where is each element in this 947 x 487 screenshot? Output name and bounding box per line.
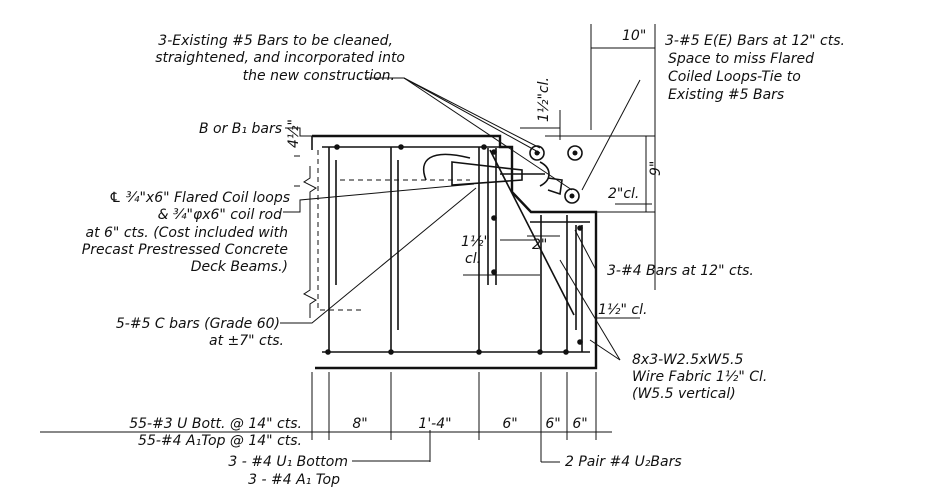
dim-9: 9" <box>648 161 664 176</box>
svg-text:Wire Fabric 1½" Cl.: Wire Fabric 1½" Cl. <box>632 369 767 385</box>
label-b-bars: B or B₁ bars <box>199 121 282 137</box>
label-u-bars: 55-#3 U Bott. @ 14" cts. 55-#4 A₁Top @ 1… <box>129 416 302 449</box>
svg-text:Precast Prestressed Concrete: Precast Prestressed Concrete <box>82 242 288 258</box>
svg-text:6": 6" <box>572 416 587 432</box>
svg-text:6": 6" <box>545 416 560 432</box>
svg-text:straightened, and incorporated: straightened, and incorporated into <box>155 50 405 66</box>
svg-text:at ±7" cts.: at ±7" cts. <box>209 333 284 349</box>
dim-4-5: 4½" <box>286 119 302 148</box>
svg-text:1'-4": 1'-4" <box>418 416 451 432</box>
svg-text:℄ ¾"x6" Flared Coil loops: ℄ ¾"x6" Flared Coil loops <box>109 190 290 206</box>
dims-top <box>463 24 656 319</box>
svg-text:the new construction.: the new construction. <box>243 68 395 84</box>
dim-2: 2" <box>532 237 547 253</box>
svg-text:3-#5 E(E) Bars at 12" cts.: 3-#5 E(E) Bars at 12" cts. <box>665 33 845 49</box>
fabric-line <box>489 149 575 316</box>
dim-1-5cl-a: 1½" <box>461 234 490 250</box>
svg-text:& ¾"φx6" coil rod: & ¾"φx6" coil rod <box>158 207 283 223</box>
label-wire-fabric: 8x3-W2.5xW5.5 Wire Fabric 1½" Cl. (W5.5 … <box>632 352 767 402</box>
label-u2-bars: 2 Pair #4 U₂Bars <box>565 454 682 470</box>
svg-text:5-#5 C bars (Grade 60): 5-#5 C bars (Grade 60) <box>116 316 280 332</box>
bar-dots <box>325 144 583 355</box>
dim-1-5cl-b: cl. <box>465 251 481 267</box>
dim-10: 10" <box>622 28 646 44</box>
svg-text:Coiled Loops-Tie to: Coiled Loops-Tie to <box>668 69 801 85</box>
label-u1-bars: 3 - #4 U₁ Bottom 3 - #4 A₁ Top <box>228 454 348 487</box>
dim-2cl: 2"cl. <box>608 186 639 202</box>
leaders <box>280 77 641 462</box>
label-ee-bars: 3-#5 E(E) Bars at 12" cts. Space to miss… <box>665 33 845 103</box>
dims-bottom-text: 8" 1'-4" 6" 6" 6" <box>352 416 587 432</box>
svg-text:3 - #4 A₁ Top: 3 - #4 A₁ Top <box>248 472 340 487</box>
label-existing-bars: 3-Existing #5 Bars to be cleaned, straig… <box>155 33 405 84</box>
label-a4-bars: 3-#4 Bars at 12" cts. <box>607 263 754 279</box>
svg-text:55-#3 U Bott. @ 14" cts.: 55-#3 U Bott. @ 14" cts. <box>129 416 302 432</box>
section-outline <box>312 134 598 370</box>
dim-1-5-vert: 1½"cl. <box>536 77 552 122</box>
svg-text:3-Existing #5 Bars to be clean: 3-Existing #5 Bars to be cleaned, <box>158 33 393 49</box>
vertical-bars <box>328 147 583 352</box>
break-line-left <box>303 166 317 318</box>
dim-1-5cl-right: 1½" cl. <box>598 302 647 318</box>
svg-text:Existing #5 Bars: Existing #5 Bars <box>668 87 784 103</box>
flared-coil-loop <box>422 153 563 196</box>
label-c-bars: 5-#5 C bars (Grade 60) at ±7" cts. <box>116 316 284 349</box>
svg-text:6": 6" <box>502 416 517 432</box>
svg-text:(W5.5 vertical): (W5.5 vertical) <box>632 386 736 402</box>
svg-text:Deck Beams.): Deck Beams.) <box>191 259 288 275</box>
svg-text:55-#4 A₁Top @ 14" cts.: 55-#4 A₁Top @ 14" cts. <box>138 433 302 449</box>
svg-text:at 6" cts. (Cost included with: at 6" cts. (Cost included with <box>86 225 289 241</box>
svg-text:Space to miss Flared: Space to miss Flared <box>668 51 814 67</box>
svg-text:8": 8" <box>352 416 367 432</box>
svg-text:8x3-W2.5xW5.5: 8x3-W2.5xW5.5 <box>632 352 743 368</box>
dims-bottom <box>40 372 612 463</box>
hidden-lines <box>317 150 470 311</box>
label-coil-loops: ℄ ¾"x6" Flared Coil loops & ¾"φx6" coil … <box>82 190 290 275</box>
svg-text:3 - #4 U₁ Bottom: 3 - #4 U₁ Bottom <box>228 454 348 470</box>
